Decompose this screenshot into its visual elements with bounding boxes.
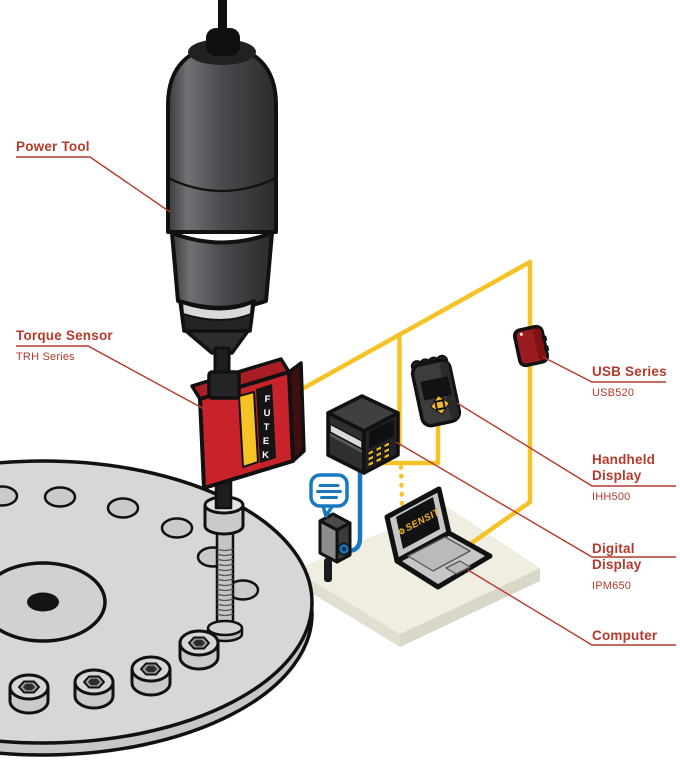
leader-handheld-display	[456, 402, 676, 487]
cord-strain-relief	[206, 28, 240, 56]
digital-display-device	[326, 394, 400, 475]
sensor-yellow-stripe	[238, 391, 259, 468]
shaft-washer	[203, 476, 245, 536]
laptop-screen	[396, 497, 440, 549]
label-computer: Computer	[592, 628, 657, 644]
leader-torque-sensor	[16, 345, 205, 410]
label-torque-sensor: Torque Sensor TRH Series	[16, 328, 113, 363]
computer-laptop-device	[384, 486, 493, 590]
cable-sensor-to-usb-to-laptop	[290, 259, 533, 550]
leader-computer	[467, 569, 676, 646]
label-computer-title: Computer	[592, 628, 658, 643]
leader-lines	[16, 156, 676, 646]
power-cord	[218, 0, 227, 38]
leader-power-tool	[16, 156, 171, 213]
receiver-device	[318, 512, 352, 582]
label-torque-sensor-title: Torque Sensor	[16, 328, 113, 343]
sensor-brand-stripe	[256, 384, 276, 463]
shaft-coupler	[207, 370, 241, 400]
receiver-stem	[324, 558, 332, 582]
label-power-tool: Power Tool	[16, 139, 90, 155]
cable-dotted-to-laptop	[398, 464, 405, 508]
handheld-display-device	[410, 354, 462, 428]
socket-bolts	[8, 629, 220, 715]
label-usb-series: USB Series USB520	[592, 364, 667, 399]
label-usb-series-subtitle: USB520	[592, 387, 635, 399]
sensor-brand-text: FUTEK	[259, 393, 274, 465]
leader-usb-series	[542, 356, 666, 383]
bolt-holes	[0, 485, 260, 601]
usb-dongle-device	[512, 324, 550, 368]
label-handheld-display-subtitle: IHH500	[592, 491, 631, 503]
leader-digital-display	[395, 441, 676, 558]
power-tool-device	[166, 0, 278, 378]
ipm-buttons	[367, 441, 390, 468]
label-digital-display: Digital Display IPM650	[592, 541, 680, 592]
label-digital-display-subtitle: IPM650	[592, 580, 632, 592]
flange-disc	[0, 459, 314, 757]
laptop-trackpad	[445, 560, 471, 575]
ihh-keypad	[430, 395, 450, 415]
label-power-tool-title: Power Tool	[16, 139, 90, 154]
ipm-screen	[369, 420, 394, 448]
chuck-silver-band	[181, 302, 253, 321]
laptop-keyboard	[407, 536, 471, 572]
label-handheld-display: Handheld Display IHH500	[592, 452, 672, 503]
data-speech-bubble-icon	[309, 473, 349, 518]
label-digital-display-title: Digital Display	[592, 541, 642, 572]
label-handheld-display-title: Handheld Display	[592, 452, 656, 483]
label-torque-sensor-subtitle: TRH Series	[16, 351, 75, 363]
hub-center-hole	[27, 592, 59, 612]
label-usb-series-title: USB Series	[592, 364, 667, 379]
ipm-silver-stripe	[329, 423, 363, 450]
